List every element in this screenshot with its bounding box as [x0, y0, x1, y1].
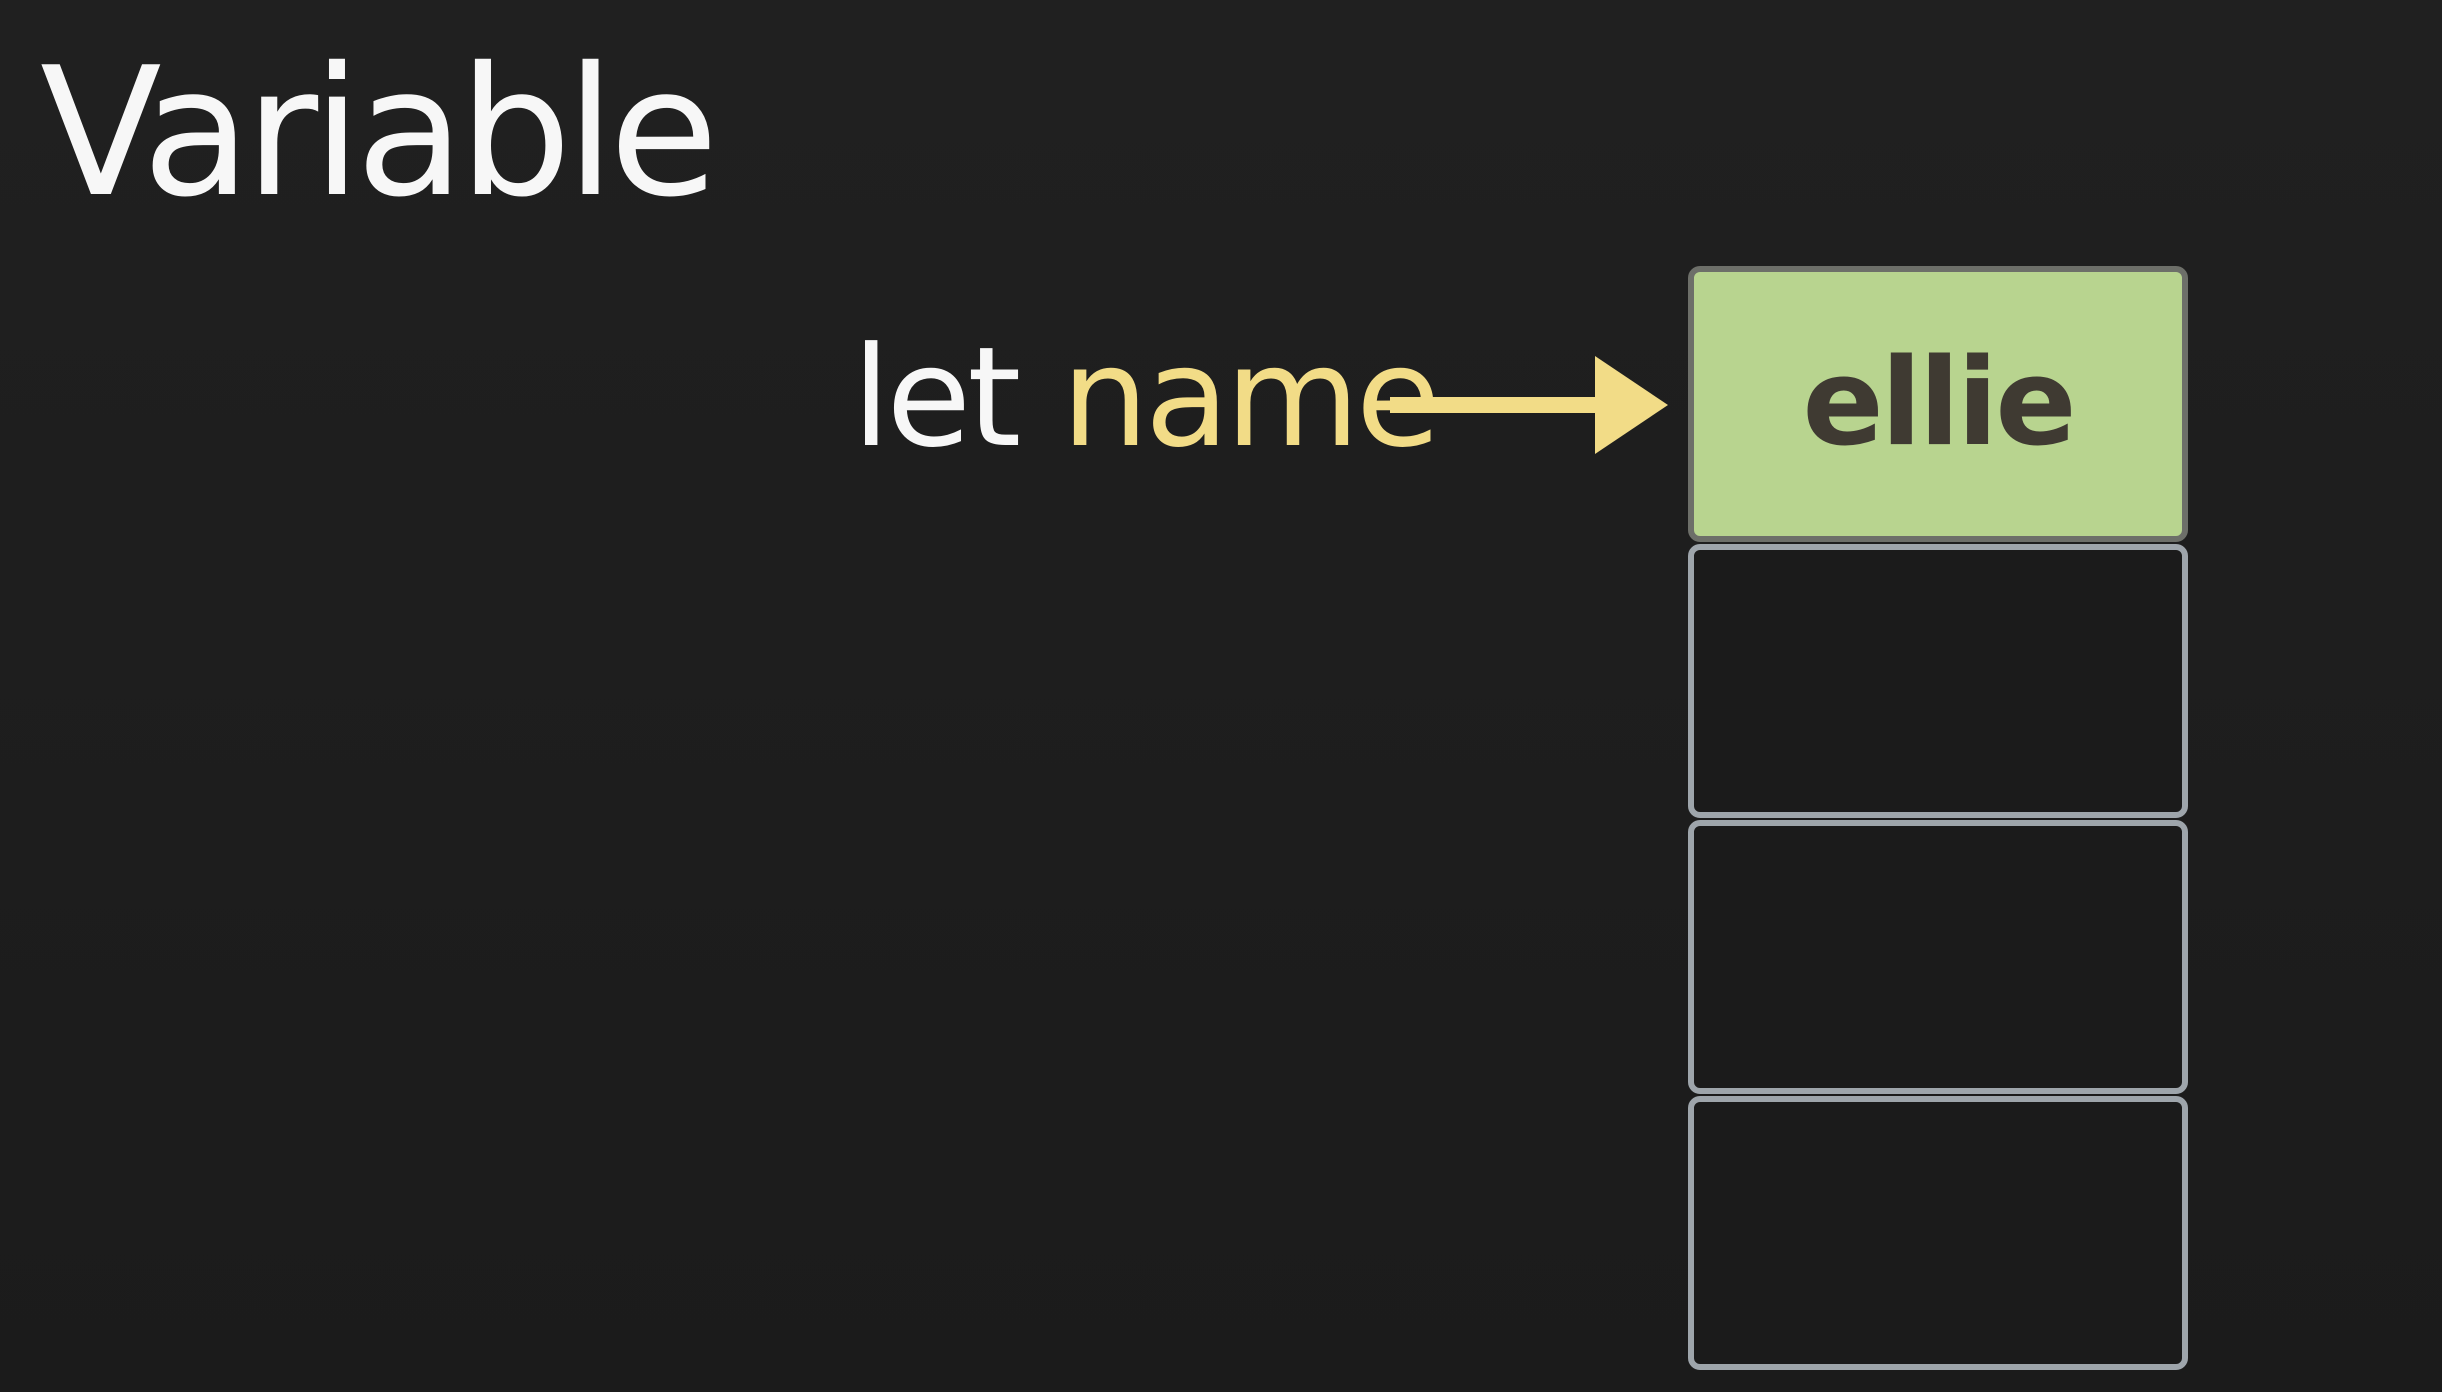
variable-name: name	[1061, 317, 1440, 478]
memory-cell-value: ellie	[1802, 334, 2076, 473]
slide-title: Variable	[40, 29, 719, 236]
memory-cell-empty	[1688, 820, 2188, 1094]
memory-cell-empty	[1688, 1096, 2188, 1370]
arrow-right-icon	[1390, 356, 1668, 454]
memory-stack: ellie	[1688, 266, 2188, 1372]
let-keyword: let	[852, 317, 1021, 478]
memory-cell-filled: ellie	[1688, 266, 2188, 542]
memory-cell-empty	[1688, 544, 2188, 818]
